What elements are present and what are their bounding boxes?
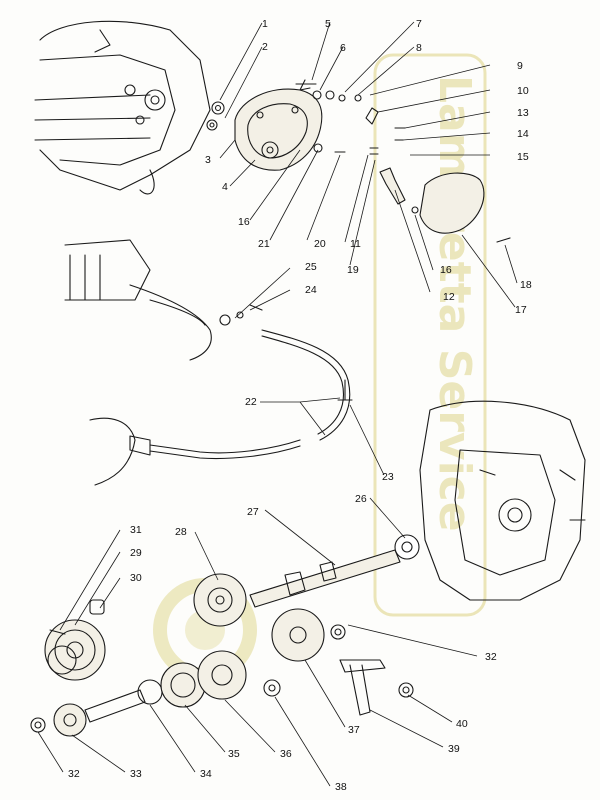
callout-15: 15 <box>517 151 529 163</box>
callout-39: 39 <box>448 743 460 755</box>
callout-2: 2 <box>262 41 268 53</box>
main-shaft-drawing <box>249 534 420 608</box>
callout-24: 24 <box>305 284 317 296</box>
callout-16-lower: 16 <box>440 264 452 276</box>
callout-29: 29 <box>130 547 142 559</box>
callout-32-left: 32 <box>68 768 80 780</box>
watermark-text: Lambretta Service <box>429 75 480 532</box>
callout-4: 4 <box>222 181 228 193</box>
callout-6: 6 <box>340 42 346 54</box>
callout-5: 5 <box>325 18 331 30</box>
callout-13: 13 <box>517 107 529 119</box>
callout-23: 23 <box>382 471 394 483</box>
callout-17: 17 <box>515 304 527 316</box>
callout-18: 18 <box>520 279 532 291</box>
callout-38: 38 <box>335 781 347 793</box>
callout-9: 9 <box>517 60 523 72</box>
callout-21: 21 <box>258 238 270 250</box>
callout-26: 26 <box>355 493 367 505</box>
selector-shaft-drawing <box>339 659 414 716</box>
callout-20: 20 <box>314 238 326 250</box>
handlebar-drawing <box>64 239 263 361</box>
callout-3: 3 <box>205 154 211 166</box>
callout-25: 25 <box>305 261 317 273</box>
callout-22: 22 <box>245 396 257 408</box>
callout-40: 40 <box>456 718 468 730</box>
callout-27: 27 <box>247 506 259 518</box>
callout-10: 10 <box>517 85 529 97</box>
leader-lines <box>37 21 518 787</box>
callout-7: 7 <box>416 18 422 30</box>
callout-12: 12 <box>443 291 455 303</box>
callout-36: 36 <box>280 748 292 760</box>
gear-cluster-center <box>160 573 346 708</box>
callout-33: 33 <box>130 768 142 780</box>
callout-16-upper: 16 <box>238 216 250 228</box>
callout-19: 19 <box>347 264 359 276</box>
callout-30: 30 <box>130 572 142 584</box>
crankcase-housing-drawing <box>34 20 211 195</box>
callout-37: 37 <box>348 724 360 736</box>
callout-35: 35 <box>228 748 240 760</box>
callout-32-right: 32 <box>485 651 497 663</box>
callout-8: 8 <box>416 42 422 54</box>
callout-14: 14 <box>517 128 529 140</box>
ignition-cover-group <box>206 79 511 243</box>
callout-28: 28 <box>175 526 187 538</box>
callout-11: 11 <box>350 238 361 250</box>
callout-1: 1 <box>262 18 268 30</box>
callout-34: 34 <box>200 768 212 780</box>
callout-31: 31 <box>130 524 142 536</box>
gear-cluster-left <box>30 599 163 737</box>
control-cable-drawing <box>89 329 353 486</box>
callout-labels: 1 2 3 4 5 6 7 8 9 10 11 12 13 14 15 16 1… <box>68 18 532 793</box>
gearbox-housing-drawing <box>419 400 586 601</box>
